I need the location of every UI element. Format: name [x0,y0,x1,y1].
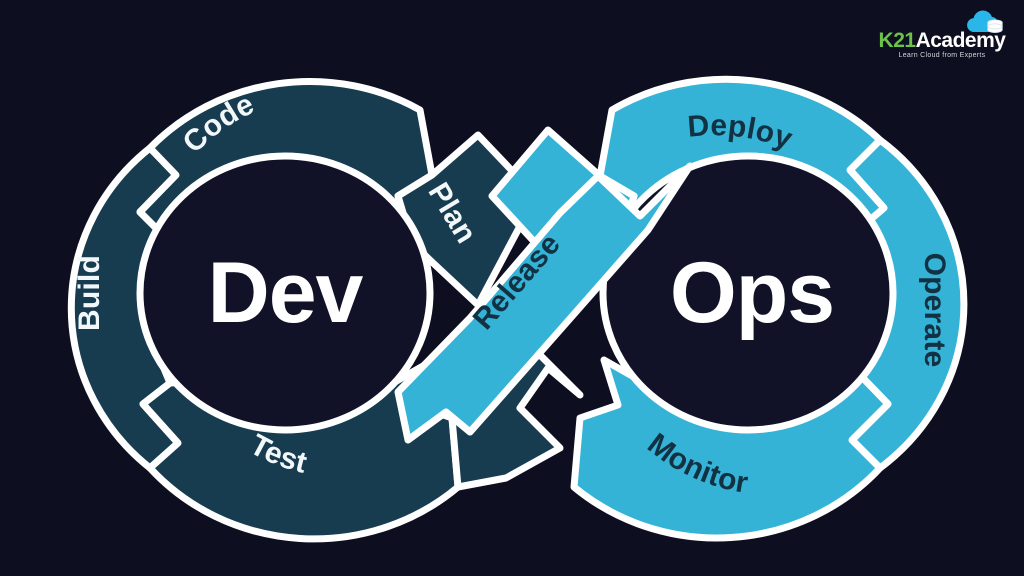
stage-label-operate: Operate [918,253,951,368]
logo-name-suffix: Academy [915,29,1006,52]
logo-name-prefix: K21 [878,29,917,52]
stage-segment-release[interactable] [394,162,694,444]
ops-loop-group [488,75,968,542]
center-label-dev: Dev [208,245,364,341]
center-label-ops: Ops [670,245,834,341]
logo-tagline: Learn Cloud from Experts [898,52,986,59]
stage-label-build: Build [73,255,106,331]
logo-wordmark: K21Academy [872,30,1012,52]
dev-inner-hole [136,152,434,434]
stage-segment-plan[interactable] [394,131,540,309]
ops-inner-hole [599,152,897,434]
cloud-database-icon [967,10,1003,33]
brand-logo[interactable]: K21Academy Learn Cloud from Experts [872,10,1012,62]
